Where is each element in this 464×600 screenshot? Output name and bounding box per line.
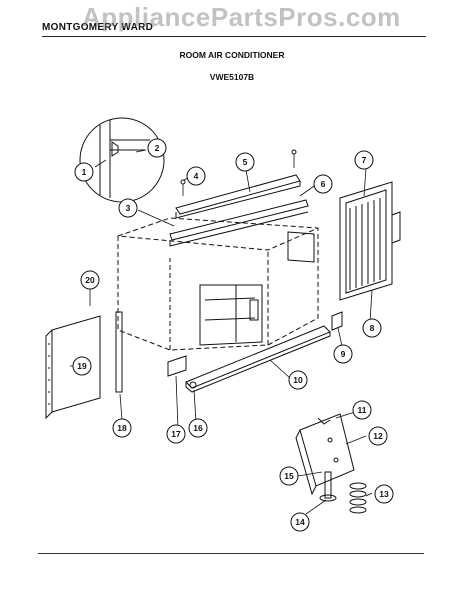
- svg-text:15: 15: [284, 471, 294, 481]
- callout-6: 6: [313, 174, 333, 194]
- svg-text:11: 11: [358, 405, 367, 415]
- brand-label: MONTGOMERY WARD: [42, 22, 154, 33]
- svg-text:12: 12: [373, 431, 383, 441]
- svg-text:18: 18: [117, 423, 127, 433]
- bolt: [319, 471, 337, 502]
- callout-17: 17: [166, 424, 186, 444]
- svg-text:20: 20: [85, 275, 95, 285]
- svg-text:13: 13: [379, 489, 389, 499]
- top-rails: [169, 149, 309, 247]
- svg-text:17: 17: [171, 429, 181, 439]
- svg-text:5: 5: [243, 157, 248, 167]
- model-number: VWE5107B: [209, 72, 255, 82]
- svg-text:19: 19: [77, 361, 87, 371]
- svg-text:9: 9: [341, 349, 346, 359]
- leader-lines: [70, 149, 373, 515]
- side-panel: [45, 315, 101, 420]
- callout-10: 10: [288, 370, 308, 390]
- svg-text:1: 1: [82, 167, 87, 177]
- callout-3: 3: [118, 198, 138, 218]
- svg-text:7: 7: [362, 155, 367, 165]
- cabinet-outline: [117, 217, 319, 351]
- svg-text:14: 14: [295, 517, 305, 527]
- callout-20: 20: [80, 270, 100, 290]
- diagram-title: ROOM AIR CONDITIONER: [179, 50, 285, 60]
- callout-16: 16: [188, 418, 208, 438]
- callout-8: 8: [362, 318, 382, 338]
- clip: [331, 311, 343, 331]
- callout-13: 13: [374, 484, 394, 504]
- callout-19: 19: [72, 356, 92, 376]
- header-rule: [42, 36, 426, 37]
- callout-4: 4: [186, 166, 206, 186]
- svg-text:4: 4: [194, 171, 199, 181]
- callout-9: 9: [333, 344, 353, 364]
- callout-2: 2: [147, 138, 167, 158]
- bracket: [167, 355, 197, 389]
- svg-text:10: 10: [293, 375, 303, 385]
- callout-12: 12: [368, 426, 388, 446]
- front-grille: [339, 181, 401, 301]
- svg-text:3: 3: [126, 203, 131, 213]
- svg-text:2: 2: [155, 143, 160, 153]
- watermark: AppliancePartsPros.com: [82, 2, 401, 32]
- callout-7: 7: [354, 150, 374, 170]
- vertical-strip: [115, 311, 123, 393]
- svg-text:6: 6: [321, 179, 326, 189]
- callout-1: 1: [74, 162, 94, 182]
- callout-18: 18: [112, 418, 132, 438]
- support-rail: [295, 413, 355, 496]
- footer-rule: [38, 553, 424, 554]
- svg-text:8: 8: [370, 323, 375, 333]
- callout-5: 5: [235, 152, 255, 172]
- callout-14: 14: [290, 512, 310, 532]
- springs: [349, 482, 367, 514]
- callout-15: 15: [279, 466, 299, 486]
- svg-text:16: 16: [193, 423, 203, 433]
- callout-11: 11: [352, 400, 372, 420]
